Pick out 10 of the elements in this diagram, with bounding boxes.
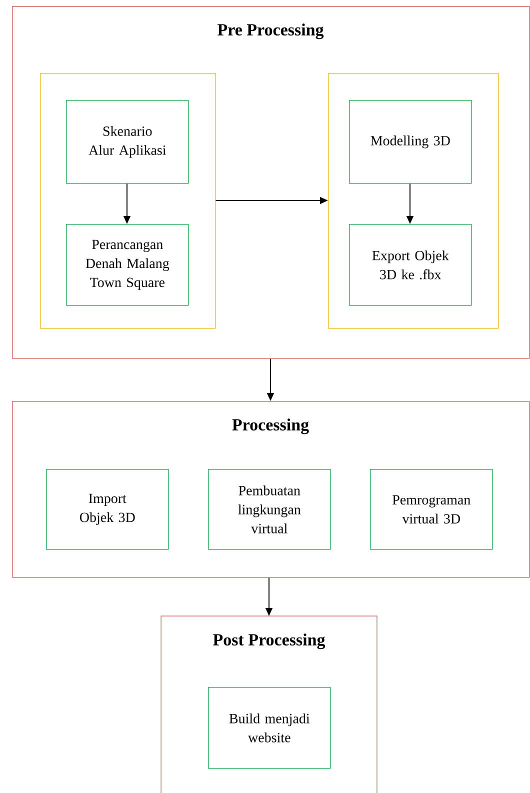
process-box: Build menjadi website <box>208 687 331 769</box>
process-box: Perancangan Denah Malang Town Square <box>66 224 189 306</box>
process-box: Pembuatan lingkungan virtual <box>208 469 331 550</box>
process-box: Import Objek 3D <box>46 469 169 550</box>
process-box: Export Objek 3D ke .fbx <box>349 224 472 306</box>
process-box: Skenario Alur Aplikasi <box>66 100 189 184</box>
group-box <box>40 73 216 329</box>
group-box <box>328 73 499 329</box>
process-box: Pemrograman virtual 3D <box>370 469 493 550</box>
process-box: Modelling 3D <box>349 100 472 184</box>
